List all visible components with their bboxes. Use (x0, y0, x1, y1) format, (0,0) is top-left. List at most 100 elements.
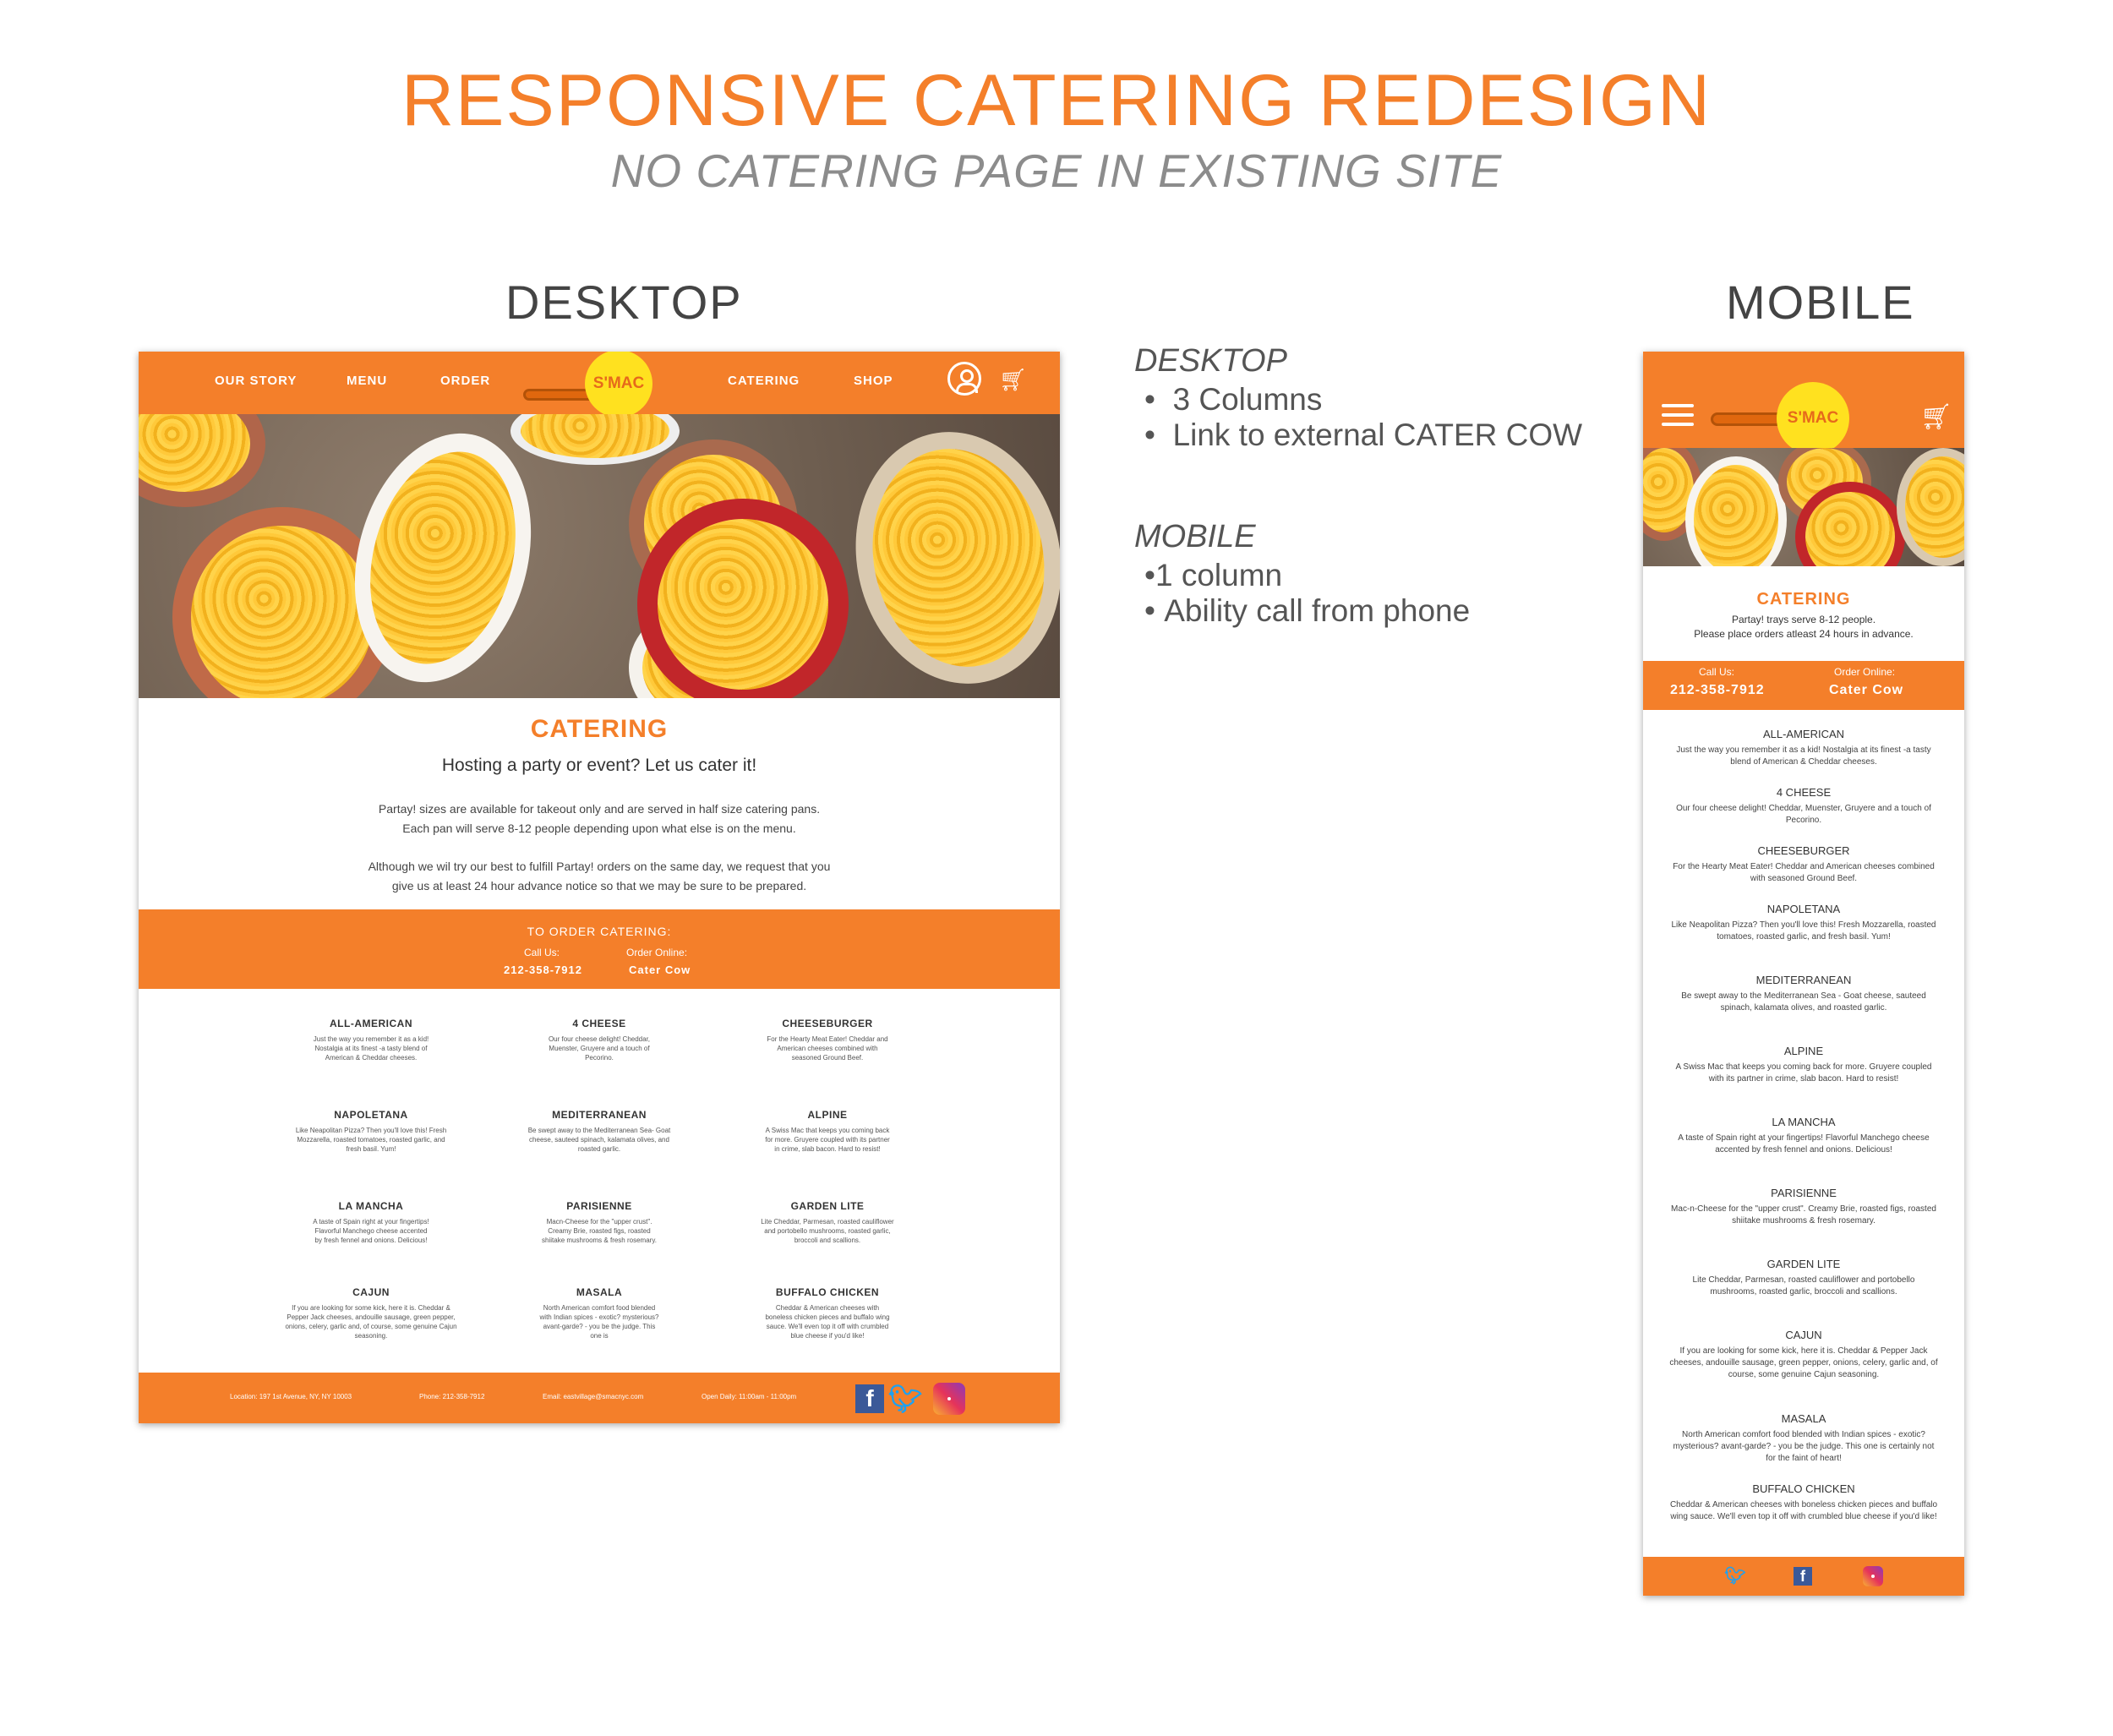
notes-desktop-item-1: • 3 Columns (1144, 382, 1323, 417)
menu-item-name: BUFFALO CHICKEN (1752, 1482, 1855, 1495)
paragraph-2-line-2: give us at least 24 hour advance notice … (391, 879, 807, 893)
menu-item-desc: Macn-Cheese for the "upper crust". Cream… (542, 1218, 657, 1244)
menu-item-cheeseburger: CHEESEBURGER For the Hearty Meat Eater! C… (747, 1018, 908, 1062)
hero-image-mac-and-cheese (139, 414, 1060, 698)
menu-item-name: LA MANCHA (1772, 1116, 1836, 1128)
menu-item-desc: If you are looking for some kick, here i… (285, 1304, 457, 1340)
desktop-mockup: OUR STORY MENU ORDER S'MAC CATERING SHOP… (139, 352, 1060, 1423)
smac-logo[interactable]: S'MAC (1711, 352, 1880, 455)
nav-shop[interactable]: SHOP (854, 374, 893, 388)
footer-phone[interactable]: Phone: 212-358-7912 (419, 1393, 485, 1400)
menu-item-name: ALL-AMERICAN (1762, 728, 1845, 740)
notes-mobile-title: MOBILE (1134, 519, 1256, 554)
footer-email[interactable]: Email: eastvillage@smacnyc.com (543, 1393, 644, 1400)
mobile-cater-cow-link[interactable]: Cater Cow (1829, 683, 1904, 697)
catering-subtitle: Hosting a party or event? Let us cater i… (441, 756, 757, 775)
twitter-icon[interactable]: 🐦︎ (1724, 1566, 1746, 1586)
cater-cow-link[interactable]: Cater Cow (629, 964, 691, 976)
menu-item-name: PARISIENNE (1771, 1187, 1837, 1199)
menu-item-name: CAJUN (1785, 1329, 1822, 1341)
menu-item-name: MASALA (576, 1286, 623, 1298)
menu-item-name: BUFFALO CHICKEN (775, 1286, 880, 1298)
instagram-icon[interactable] (1863, 1566, 1883, 1586)
menu-item-buffalo-chicken: BUFFALO CHICKEN Cheddar & American cheese… (747, 1286, 908, 1340)
menu-item-name: NAPOLETANA (334, 1109, 408, 1121)
user-icon[interactable] (947, 362, 981, 396)
menu-item-desc: A Swiss Mac that keeps you coming back f… (765, 1127, 890, 1153)
call-us-label: Call Us: (524, 947, 560, 958)
menu-item-desc: Cheddar & American cheeses with boneless… (1669, 1500, 1938, 1521)
mobile-call-us-label: Call Us: (1699, 666, 1735, 678)
facebook-icon[interactable]: f (855, 1384, 884, 1413)
hamburger-menu-icon[interactable] (1662, 404, 1694, 426)
nav-our-story[interactable]: OUR STORY (215, 374, 298, 388)
mobile-footer: 🐦︎ f (1643, 1557, 1964, 1596)
cart-icon[interactable]: 🛒︎ (1920, 403, 1953, 431)
menu-item-name: NAPOLETANA (1766, 903, 1841, 915)
paragraph-2-line-1: Although we wil try our best to fulfill … (368, 860, 831, 873)
footer-hours: Open Daily: 11:00am - 11:00pm (702, 1393, 797, 1400)
mobile-column-label: MOBILE (1726, 276, 1915, 329)
logo-text: S'MAC (1777, 382, 1849, 455)
mobile-order-banner: Call Us: 212-358-7912 Order Online: Cate… (1643, 661, 1964, 710)
menu-item-name: MASALA (1781, 1412, 1826, 1425)
notes-mobile-item-2-text: Ability call from phone (1164, 593, 1471, 628)
menu-item-desc: Our four cheese delight! Cheddar, Muenst… (548, 1035, 651, 1062)
facebook-icon[interactable]: f (1794, 1567, 1812, 1586)
catering-paragraph-2: Although we wil try our best to fulfill … (308, 857, 891, 896)
nav-order[interactable]: ORDER (440, 374, 491, 388)
twitter-icon[interactable]: 🐦︎ (887, 1384, 923, 1414)
menu-item-desc: Cheddar & American cheeses with boneless… (765, 1304, 890, 1340)
nav-catering[interactable]: CATERING (728, 374, 800, 388)
logo-text: S'MAC (585, 352, 652, 418)
menu-item-name: PARISIENNE (566, 1200, 632, 1212)
menu-item-desc: For the Hearty Meat Eater! Cheddar and A… (767, 1035, 888, 1062)
menu-item-desc: A taste of Spain right at your fingertip… (313, 1218, 429, 1244)
smac-logo[interactable]: S'MAC (523, 352, 675, 419)
desktop-nav-bar: OUR STORY MENU ORDER S'MAC CATERING SHOP… (139, 352, 1060, 418)
board-subtitle: NO CATERING PAGE IN EXISTING SITE (610, 145, 1503, 197)
notes-desktop-title: DESKTOP (1134, 343, 1287, 379)
menu-item-desc: Be swept away to the Mediterranean Sea -… (1681, 991, 1926, 1013)
menu-item-name: ALPINE (1783, 1045, 1824, 1057)
menu-item-desc: Just the way you remember it as a kid! N… (1676, 745, 1931, 767)
menu-item-desc: Lite Cheddar, Parmesan, roasted cauliflo… (761, 1218, 894, 1244)
board-title: RESPONSIVE CATERING REDESIGN (401, 60, 1712, 141)
catering-paragraph-1: Partay! sizes are available for takeout … (308, 800, 891, 838)
menu-item-desc: Like Neapolitan Pizza? Then you'll love … (295, 1127, 447, 1153)
notes-desktop-item-1-text: 3 Columns (1172, 382, 1323, 417)
menu-item-desc: Be swept away to the Mediterranean Sea- … (527, 1127, 671, 1153)
call-us-phone-link[interactable]: 212-358-7912 (504, 964, 582, 976)
menu-item-desc: Mac-n-Cheese for the "upper crust". Crea… (1671, 1204, 1936, 1226)
order-heading: TO ORDER CATERING: (527, 925, 672, 938)
menu-item-desc: Our four cheese delight! Cheddar, Muenst… (1676, 804, 1931, 825)
menu-item-name: CHEESEBURGER (1757, 844, 1850, 857)
cart-icon[interactable]: 🛒︎ (999, 367, 1028, 392)
menu-item-name: ALL-AMERICAN (330, 1018, 412, 1029)
instagram-icon[interactable] (933, 1383, 965, 1415)
mobile-menu-item-buffalo-chicken: BUFFALO CHICKEN Cheddar & American cheese… (1668, 1482, 1939, 1523)
menu-item-desc: North American comfort food blended with… (1673, 1430, 1935, 1463)
mobile-nav-bar: S'MAC 🛒︎ (1643, 352, 1964, 455)
notes-mobile-item-1-text: 1 column (1155, 558, 1283, 592)
mobile-menu-item-all-american: ALL-AMERICAN Just the way you remember it… (1668, 728, 1939, 768)
menu-item-mediterranean: MEDITERRANEAN Be swept away to the Medite… (519, 1109, 680, 1154)
nav-menu[interactable]: MENU (347, 374, 388, 388)
menu-item-4-cheese: 4 CHEESE Our four cheese delight! Cheddar… (519, 1018, 680, 1062)
mobile-order-online-label: Order Online: (1834, 666, 1896, 678)
paragraph-1-line-2: Each pan will serve 8-12 people dependin… (402, 822, 796, 835)
order-online-label: Order Online: (626, 947, 688, 958)
order-catering-banner: TO ORDER CATERING: Call Us: 212-358-7912… (139, 909, 1060, 989)
mobile-call-us-phone-link[interactable]: 212-358-7912 (1670, 683, 1765, 697)
menu-item-name: 4 CHEESE (572, 1018, 626, 1029)
menu-item-name: CHEESEBURGER (782, 1018, 873, 1029)
menu-item-name: MEDITERRANEAN (552, 1109, 647, 1121)
